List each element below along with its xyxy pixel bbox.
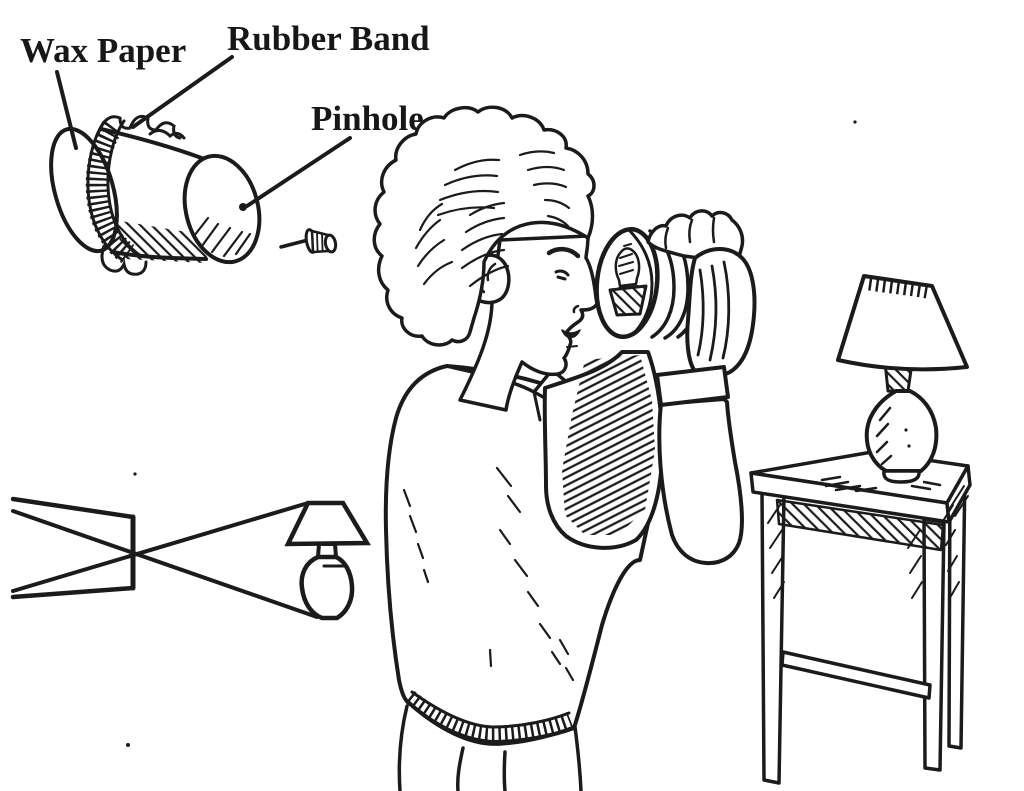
- hair-texture: [414, 150, 571, 288]
- waistband-top-edge: [410, 690, 571, 729]
- stray-speck: [126, 743, 130, 747]
- sweater-fold-dashes: [402, 466, 575, 682]
- near-hand-finger-lines: [696, 260, 731, 362]
- push-pin-cap: [323, 233, 338, 254]
- inverted-lamp-base-hatch: [618, 243, 634, 275]
- push-pin-body-lines: [316, 231, 324, 252]
- inverted-lamp-shade: [608, 284, 648, 317]
- stray-speck: [853, 120, 857, 124]
- screen-bottom-edge: [10, 585, 136, 600]
- screen-top-edge: [10, 496, 136, 520]
- table-leg-front-left: [760, 490, 786, 785]
- light-ray-top: [11, 501, 310, 593]
- lamp-body: [864, 389, 939, 473]
- mouth: [561, 329, 581, 339]
- sleeve-forearm: [657, 397, 744, 566]
- eye: [554, 269, 570, 281]
- can-top-edge: [99, 127, 209, 162]
- eyebrow: [546, 246, 581, 259]
- stray-speck: [133, 472, 137, 476]
- sleeve-cuff: [655, 365, 730, 407]
- wax-paper-label: Wax Paper: [20, 31, 186, 70]
- lamp-foot: [882, 469, 921, 484]
- table-lamp: [820, 120, 969, 493]
- finger-separation-lines: [664, 216, 716, 250]
- push-pin: [279, 228, 338, 254]
- pinhole-can-diagram: [49, 114, 262, 276]
- can-body-shading: [115, 220, 210, 263]
- side-table: [749, 450, 972, 785]
- callouts: [55, 55, 352, 208]
- pinhole-leader-line: [245, 136, 352, 208]
- table-leg-front-right: [922, 517, 946, 772]
- lamp-silhouette: [284, 500, 371, 621]
- rubber-band-leader-line: [131, 55, 234, 129]
- waistband-bottom-edge: [406, 700, 576, 746]
- lamp-body-dot: [907, 444, 911, 448]
- near-arm-sleeve-hatch: [562, 355, 655, 535]
- lamp-body-shading: [875, 406, 893, 466]
- near-hand: [685, 247, 757, 379]
- pinhole-dot: [239, 203, 247, 211]
- lamp-silhouette-body: [299, 554, 355, 621]
- rubber-band-inner-edge: [106, 119, 143, 258]
- lamp-shade: [836, 274, 969, 372]
- pants-leg-lines: [397, 704, 583, 791]
- lamp-silhouette-shade: [284, 500, 371, 547]
- push-pin-needle: [279, 238, 310, 249]
- nostril: [572, 304, 580, 314]
- lamp-shadow-hatch: [820, 475, 942, 493]
- boy-figure: [372, 105, 757, 791]
- can-end-shading: [192, 216, 252, 258]
- inverted-lamp-base: [614, 247, 641, 288]
- light-ray-bottom: [11, 509, 319, 619]
- wax-paper-rim: [628, 229, 654, 337]
- wax-paper-leader-line: [55, 70, 78, 150]
- wax-paper-crinkle-bottom: [100, 244, 148, 276]
- table-shading: [767, 485, 969, 599]
- table-apron: [775, 498, 945, 552]
- lower-lip-line: [566, 345, 578, 348]
- table-stretcher: [780, 650, 932, 700]
- inverted-lamp-image: [608, 243, 648, 317]
- ray-diagram: [10, 472, 371, 747]
- rubber-band-label: Rubber Band: [227, 19, 430, 58]
- pinhole-label: Pinhole: [311, 99, 424, 138]
- lamp-body-dot: [904, 428, 908, 432]
- rubber-band-ticks: [85, 120, 135, 264]
- shirt-collar-line: [532, 390, 542, 422]
- waistband-ribbing: [405, 691, 573, 741]
